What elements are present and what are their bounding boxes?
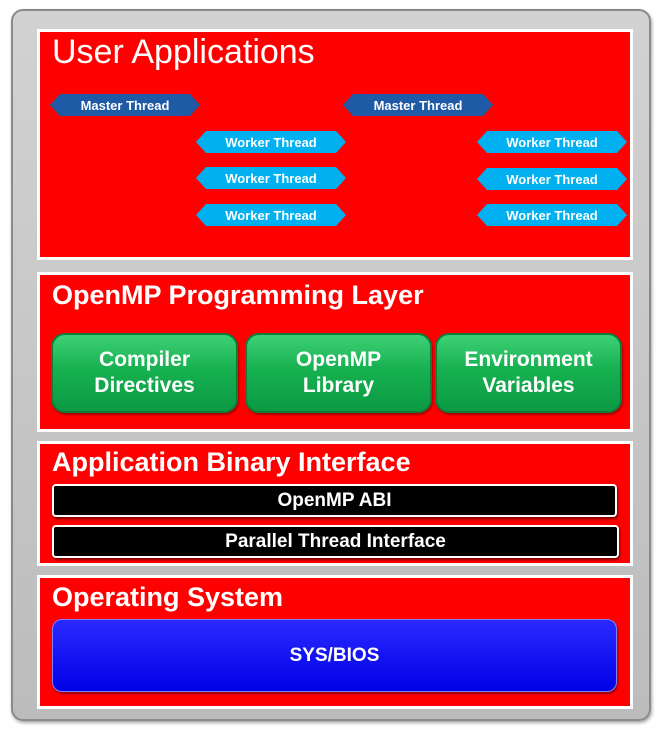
programming-layer-title: OpenMP Programming Layer <box>52 280 424 310</box>
compiler-directives-line2: Directives <box>94 374 195 397</box>
master-thread-2: Master Thread <box>343 94 493 116</box>
openmp-abi-bar: OpenMP ABI <box>52 484 617 517</box>
environment-variables-line1: Environment <box>464 348 593 371</box>
environment-variables-box: Environment Variables <box>435 333 622 413</box>
worker-thread-left-1: Worker Thread <box>196 131 346 153</box>
compiler-directives-box: Compiler Directives <box>51 333 238 413</box>
openmp-library-box: OpenMP Library <box>245 333 432 413</box>
parallel-thread-interface-bar: Parallel Thread Interface <box>52 525 619 558</box>
worker-thread-right-2: Worker Thread <box>477 168 627 190</box>
openmp-library-line2: Library <box>302 374 375 397</box>
environment-variables-line2: Variables <box>482 374 575 397</box>
worker-thread-left-2: Worker Thread <box>196 167 346 189</box>
sys-bios-box: SYS/BIOS <box>52 619 617 692</box>
compiler-directives-line1: Compiler <box>98 348 190 371</box>
openmp-library-line1: OpenMP <box>295 348 382 371</box>
user-applications-title: User Applications <box>52 33 315 71</box>
os-layer-title: Operating System <box>52 582 284 612</box>
master-thread-1: Master Thread <box>50 94 200 116</box>
worker-thread-left-3: Worker Thread <box>196 204 346 226</box>
abi-layer-title: Application Binary Interface <box>52 447 411 477</box>
worker-thread-right-3: Worker Thread <box>477 204 627 226</box>
worker-thread-right-1: Worker Thread <box>477 131 627 153</box>
